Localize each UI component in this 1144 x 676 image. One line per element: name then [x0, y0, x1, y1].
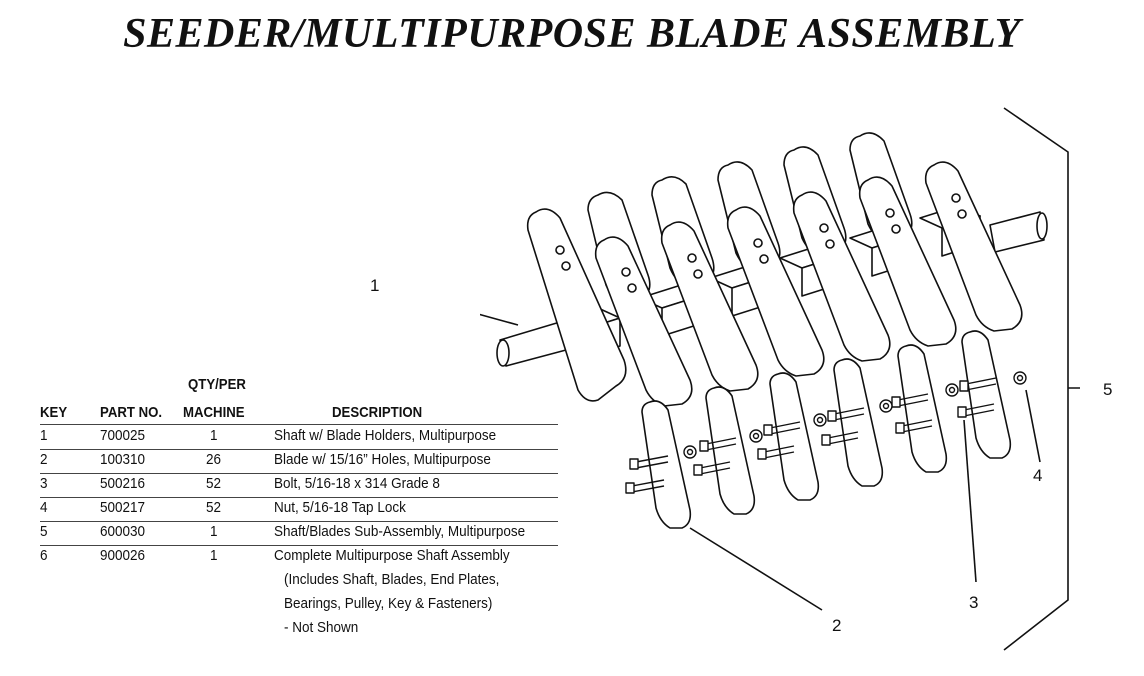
row-qty: 26: [206, 451, 222, 468]
row-key: 2: [40, 451, 48, 468]
row-key: 3: [40, 475, 48, 492]
header-qty-line1: QTY/PER: [188, 376, 246, 393]
header-key: KEY: [40, 404, 68, 421]
table-divider: [40, 521, 558, 522]
loose-nuts: [683, 371, 1027, 459]
callout-4: 4: [1033, 466, 1043, 485]
row-description: Complete Multipurpose Shaft Assembly: [274, 547, 510, 564]
row-qty: 52: [206, 499, 222, 516]
row-description-continued: (Includes Shaft, Blades, End Plates,: [284, 571, 500, 588]
callout-2: 2: [832, 616, 842, 635]
header-description: DESCRIPTION: [332, 404, 423, 421]
row-description-continued: - Not Shown: [284, 619, 359, 636]
row-part-no: 700025: [100, 427, 146, 444]
row-description: Bolt, 5/16-18 x 314 Grade 8: [274, 475, 440, 492]
row-qty: 52: [206, 475, 222, 492]
callout-1: 1: [370, 276, 380, 295]
row-qty: 1: [210, 523, 218, 540]
row-description-continued: Bearings, Pulley, Key & Fasteners): [284, 595, 493, 612]
table-row: 5 600030 1 Shaft/Blades Sub-Assembly, Mu…: [40, 521, 560, 545]
row-key: 5: [40, 523, 48, 540]
shaft-end-right: [989, 211, 1045, 253]
shaft-end-cap: [496, 339, 510, 367]
table-row: 6 900026 1 Complete Multipurpose Shaft A…: [40, 545, 560, 569]
header-qty-line2: MACHINE: [183, 404, 245, 421]
loose-bolts: [625, 377, 997, 494]
loose-blades: [641, 330, 1012, 529]
page-title: SEEDER/MULTIPURPOSE BLADE ASSEMBLY: [123, 11, 1021, 57]
row-part-no: 100310: [100, 451, 146, 468]
shaft-end-cap: [1036, 212, 1048, 240]
row-description: Blade w/ 15/16” Holes, Multipurpose: [274, 451, 491, 468]
callout-3: 3: [969, 593, 979, 612]
table-row: 2 100310 26 Blade w/ 15/16” Holes, Multi…: [40, 449, 560, 473]
header-part-no: PART NO.: [100, 404, 163, 421]
blade-assembly-drawing: [480, 107, 1080, 651]
callout-5: 5: [1103, 380, 1113, 399]
row-key: 1: [40, 427, 48, 444]
row-description: Nut, 5/16-18 Tap Lock: [274, 499, 406, 516]
row-part-no: 500216: [100, 475, 146, 492]
table-row: 4 500217 52 Nut, 5/16-18 Tap Lock: [40, 497, 560, 521]
row-description: Shaft w/ Blade Holders, Multipurpose: [274, 427, 497, 444]
table-divider: [40, 449, 558, 450]
row-description: Shaft/Blades Sub-Assembly, Multipurpose: [274, 523, 526, 540]
bolt-heads: [555, 193, 967, 293]
row-key: 6: [40, 547, 48, 564]
row-qty: 1: [210, 427, 218, 444]
blade-row-front: [526, 161, 1023, 407]
table-divider: [40, 473, 558, 474]
table-row: 1 700025 1 Shaft w/ Blade Holders, Multi…: [40, 425, 560, 449]
table-divider: [40, 424, 558, 425]
shaft-end-left: [499, 321, 567, 367]
table-row: 3 500216 52 Bolt, 5/16-18 x 314 Grade 8: [40, 473, 560, 497]
row-part-no: 900026: [100, 547, 146, 564]
row-part-no: 500217: [100, 499, 146, 516]
row-key: 4: [40, 499, 48, 516]
table-divider: [40, 545, 558, 546]
leader-lines: [480, 107, 1080, 651]
row-part-no: 600030: [100, 523, 146, 540]
row-qty: 1: [210, 547, 218, 564]
table-divider: [40, 497, 558, 498]
